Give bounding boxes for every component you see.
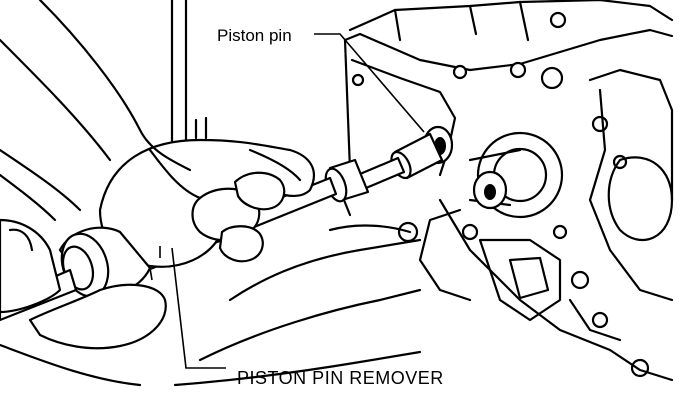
remover-leader: [171, 247, 226, 369]
rod-markers: [149, 246, 161, 281]
gripping-hand: [98, 138, 316, 268]
piston-pin-remover-label: PISTON PIN REMOVER: [237, 368, 444, 388]
crank-seal-boss: [468, 131, 564, 219]
piston-pin-leader: [314, 33, 425, 133]
piston-pin-label: Piston pin: [217, 26, 292, 45]
holding-hand: [0, 218, 167, 387]
arm-sleeves: [0, 0, 422, 387]
background-stand: [170, 0, 208, 152]
engine-block: [338, 0, 674, 382]
